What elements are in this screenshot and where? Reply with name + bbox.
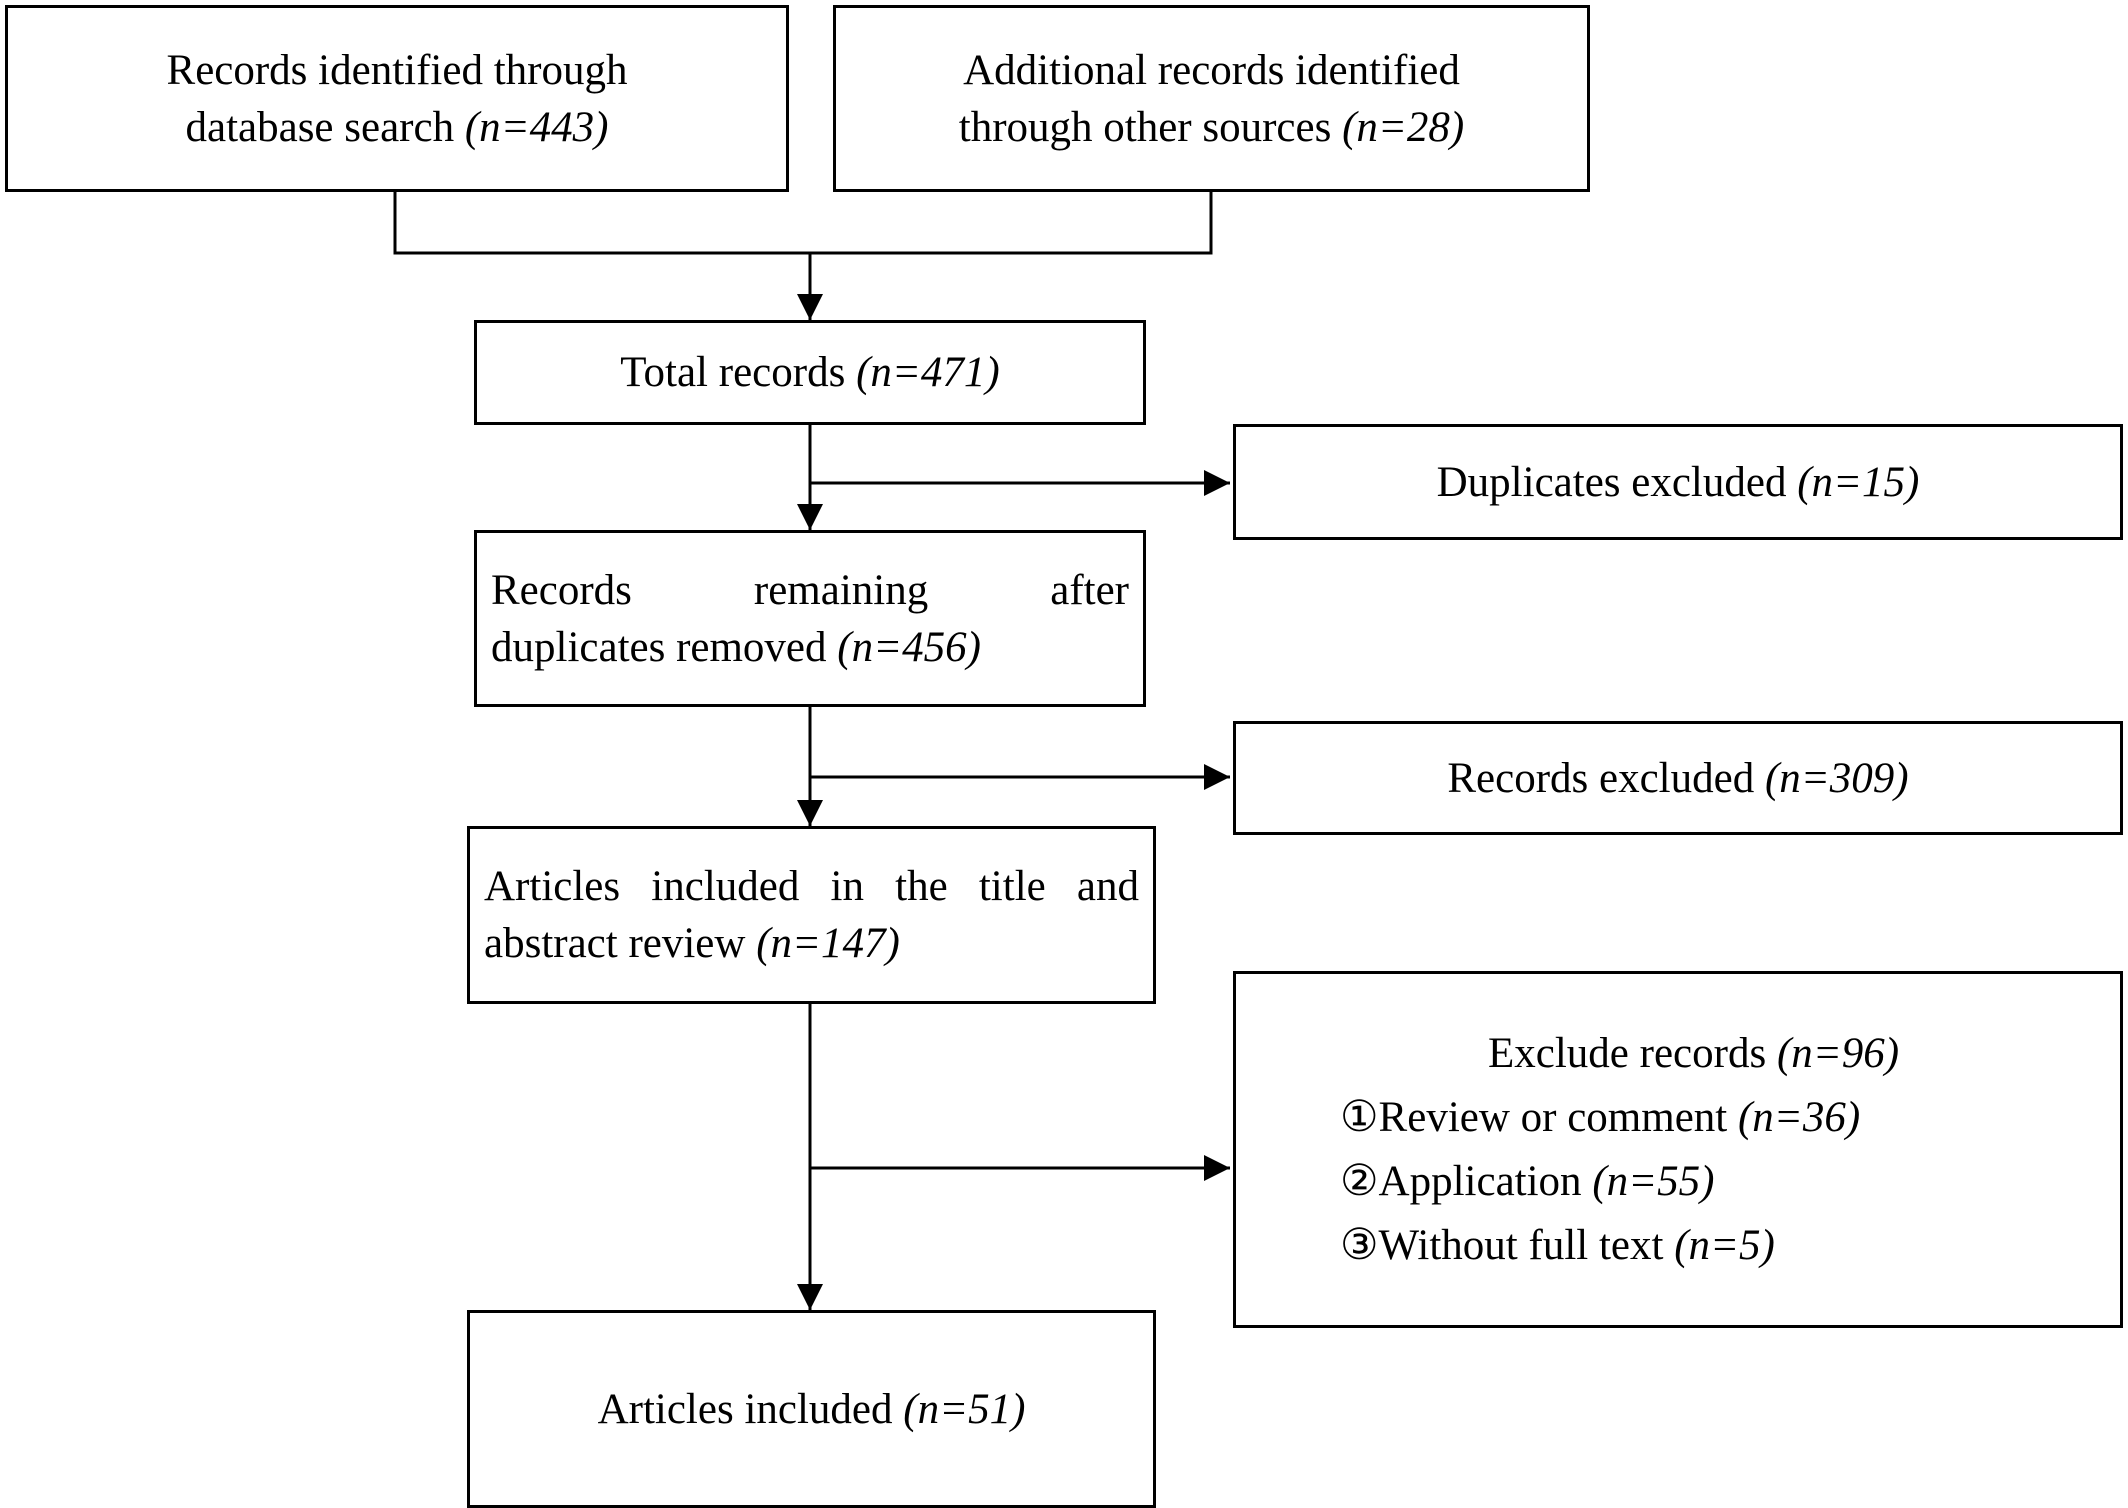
merge-connector — [393, 192, 1213, 255]
total-records-count: (n=471) — [856, 349, 1000, 396]
duplicates-excluded-box: Duplicates excluded (n=15) — [1233, 424, 2123, 540]
other-sources-line2-wrap: through other sources (n=28) — [959, 99, 1464, 156]
database-search-count: (n=443) — [464, 103, 609, 151]
other-sources-line1: Additional records identified — [963, 46, 1460, 94]
database-search-box: Records identified through database sear… — [5, 5, 789, 192]
total-records-label: Total records — [620, 349, 857, 396]
records-excluded-wrap: Records excluded (n=309) — [1447, 750, 1908, 807]
title-abstract-line2-wrap: abstract review (n=147) — [484, 915, 1139, 972]
other-sources-box: Additional records identified through ot… — [833, 5, 1590, 192]
exclude-reason-1-count: (n=36) — [1737, 1093, 1861, 1141]
duplicates-excluded-label: Duplicates excluded — [1436, 458, 1798, 506]
database-search-line2-wrap: database search (n=443) — [186, 99, 609, 156]
records-remaining-line2-wrap: duplicates removed (n=456) — [491, 619, 1129, 676]
exclude-records-title: Exclude records — [1488, 1029, 1777, 1077]
articles-included-wrap: Articles included (n=51) — [598, 1381, 1026, 1438]
exclude-reason-3-label: ③Without full text — [1340, 1221, 1675, 1269]
exclude-reason-3-count: (n=5) — [1674, 1221, 1775, 1269]
arrowhead-title-abstract — [797, 800, 823, 826]
exclude-reason-1: ①Review or comment (n=36) — [1340, 1086, 1860, 1150]
arrowhead-included — [797, 1284, 823, 1310]
title-abstract-line1: Articles included in the title and — [484, 863, 1139, 910]
exclude-records-box: Exclude records (n=96) ①Review or commen… — [1233, 971, 2123, 1328]
duplicates-excluded-count: (n=15) — [1797, 458, 1920, 506]
records-remaining-count: (n=456) — [837, 623, 981, 671]
title-abstract-count: (n=147) — [756, 920, 900, 967]
articles-included-count: (n=51) — [903, 1385, 1026, 1433]
records-excluded-box: Records excluded (n=309) — [1233, 721, 2123, 835]
database-search-line2: database search — [185, 103, 465, 151]
exclude-reason-2-label: ②Application — [1340, 1157, 1593, 1205]
other-sources-line2: through other sources — [958, 103, 1343, 151]
articles-included-label: Articles included — [597, 1385, 904, 1433]
arrowhead-remaining — [797, 504, 823, 530]
exclude-reason-1-label: ①Review or comment — [1340, 1093, 1738, 1141]
title-abstract-line2: abstract review — [484, 920, 757, 967]
arrowhead-total — [797, 294, 823, 320]
arrowhead-duplicates — [1204, 470, 1230, 496]
other-sources-count: (n=28) — [1342, 103, 1465, 151]
arrowhead-records-excluded — [1204, 764, 1230, 790]
records-remaining-box: Records remaining after duplicates remov… — [474, 530, 1146, 707]
records-remaining-line1: Records remaining after — [491, 566, 1129, 614]
duplicates-excluded-wrap: Duplicates excluded (n=15) — [1437, 454, 1920, 511]
articles-included-box: Articles included (n=51) — [467, 1310, 1156, 1508]
title-abstract-review-box: Articles included in the title and abstr… — [467, 826, 1156, 1004]
database-search-line1: Records identified through — [166, 46, 628, 94]
exclude-records-count: (n=96) — [1776, 1029, 1900, 1077]
exclude-records-title-wrap: Exclude records (n=96) — [1340, 1022, 1899, 1086]
exclude-reason-3: ③Without full text (n=5) — [1340, 1214, 1775, 1278]
total-records-wrap: Total records (n=471) — [620, 344, 999, 401]
records-excluded-count: (n=309) — [1764, 754, 1909, 802]
arrowhead-exclude-records — [1204, 1155, 1230, 1181]
exclude-reason-2: ②Application (n=55) — [1340, 1150, 1714, 1214]
total-records-box: Total records (n=471) — [474, 320, 1146, 425]
records-excluded-label: Records excluded — [1447, 754, 1765, 802]
records-remaining-line2: duplicates removed — [491, 623, 838, 671]
exclude-reason-2-count: (n=55) — [1592, 1157, 1715, 1205]
